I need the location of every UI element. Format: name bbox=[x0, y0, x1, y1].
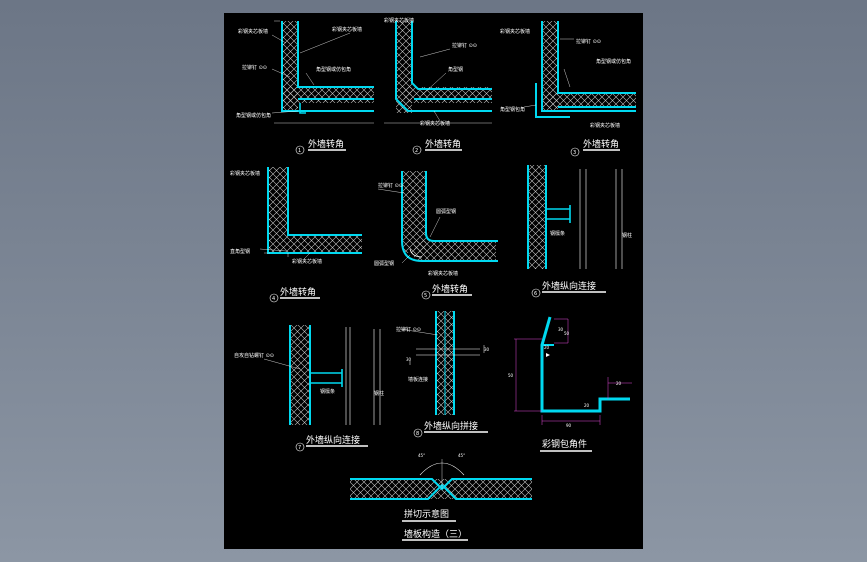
detail-3-label-2: 角型钢或仿包角 bbox=[596, 58, 631, 65]
detail-8-label-1: 30 bbox=[406, 357, 412, 362]
detail-1-circle bbox=[295, 145, 305, 155]
corner-dim-6: 90 bbox=[566, 423, 572, 428]
detail-6-label-0: 钢檩条 bbox=[550, 230, 565, 237]
detail-7: 自攻自钻螺钉 ⊙⊙ 钢檩条 钢柱 7 外墙纵向连接 bbox=[234, 325, 384, 452]
drawing-canvas: 彩钢夹芯板墙 拉铆钉 ⊙⊙ 角型钢或仿包角 角型钢或仿包角 彩钢夹芯板墙 1 外… bbox=[230, 17, 636, 541]
detail-3-label-1: 拉铆钉 ⊙⊙ bbox=[576, 38, 601, 45]
corner-dim-1: 50 bbox=[508, 373, 514, 378]
detail-5-caption: 外墙转角 bbox=[432, 283, 468, 295]
detail-4-number: 4 bbox=[272, 296, 275, 302]
detail-2-label-3: 彩钢夹芯板墙 bbox=[420, 120, 450, 127]
detail-2-circle bbox=[412, 145, 422, 155]
detail-1-label-2: 角型钢或仿包角 bbox=[316, 66, 351, 73]
detail-5-label-1: 圆弧型钢 bbox=[436, 208, 456, 215]
detail-7-caption: 外墙纵向连接 bbox=[306, 434, 360, 446]
detail-2-label-0: 彩钢夹芯板墙 bbox=[384, 17, 414, 24]
detail-8: 拉铆钉 ⊙⊙ 30 30 墙板连接 8 外墙纵向拼接 bbox=[396, 311, 490, 438]
detail-1-number: 1 bbox=[298, 148, 301, 154]
corner-piece-caption: 彩钢包角件 bbox=[542, 438, 587, 450]
corner-dim-5: 50 bbox=[564, 331, 570, 336]
miter-angle-left: 45° bbox=[418, 453, 425, 458]
detail-6-label-1: 钢柱 bbox=[622, 232, 632, 239]
detail-5-number: 5 bbox=[424, 293, 427, 299]
detail-4-label-1: 直角型钢 bbox=[230, 248, 250, 255]
detail-7-label-2: 钢柱 bbox=[374, 390, 384, 397]
detail-5: 拉铆钉 ⊙⊙ 圆弧型钢 圆弧型钢 彩钢夹芯板墙 5 外墙转角 bbox=[374, 171, 498, 300]
detail-2: 彩钢夹芯板墙 拉铆钉 ⊙⊙ 角型钢 彩钢夹芯板墙 2 外墙转角 bbox=[384, 17, 492, 155]
detail-2-label-2: 角型钢 bbox=[448, 66, 463, 73]
detail-7-number: 7 bbox=[298, 445, 301, 451]
miter-angle-right: 45° bbox=[458, 453, 465, 458]
sheet-title: 墙板构造（三） bbox=[404, 528, 467, 540]
detail-6-number: 6 bbox=[534, 291, 537, 297]
detail-4-caption: 外墙转角 bbox=[280, 286, 316, 298]
detail-8-label-0: 拉铆钉 ⊙⊙ bbox=[396, 326, 421, 333]
detail-6-caption: 外墙纵向连接 bbox=[542, 280, 596, 292]
detail-3-circle bbox=[570, 147, 580, 157]
detail-8-circle bbox=[413, 428, 423, 438]
detail-5-label-2: 圆弧型钢 bbox=[374, 260, 394, 267]
miter-cut-detail: 45° 45° 拼切示意图 bbox=[350, 453, 532, 522]
detail-2-number: 2 bbox=[415, 148, 418, 154]
detail-4-label-2: 彩钢夹芯板墙 bbox=[292, 258, 322, 265]
detail-1-label-0: 彩钢夹芯板墙 bbox=[238, 28, 268, 35]
detail-3-label-4: 彩钢夹芯板墙 bbox=[590, 122, 620, 129]
miter-cut-caption: 拼切示意图 bbox=[404, 508, 449, 520]
detail-6: 钢檩条 钢柱 6 外墙纵向连接 bbox=[527, 165, 632, 298]
detail-2-caption: 外墙转角 bbox=[425, 138, 461, 150]
detail-1-label-3: 角型钢或仿包角 bbox=[236, 112, 271, 119]
detail-1: 彩钢夹芯板墙 拉铆钉 ⊙⊙ 角型钢或仿包角 角型钢或仿包角 彩钢夹芯板墙 1 外… bbox=[236, 20, 374, 155]
detail-3-label-0: 彩钢夹芯板墙 bbox=[500, 28, 530, 35]
detail-8-caption: 外墙纵向拼接 bbox=[424, 420, 478, 432]
detail-8-label-2: 30 bbox=[484, 347, 490, 352]
corner-dim-4: 20 bbox=[544, 345, 550, 350]
detail-8-label-3: 墙板连接 bbox=[408, 376, 428, 383]
corner-dim-3: 20 bbox=[616, 381, 622, 386]
drawing-sheet: 彩钢夹芯板墙 拉铆钉 ⊙⊙ 角型钢或仿包角 角型钢或仿包角 彩钢夹芯板墙 1 外… bbox=[224, 13, 643, 549]
detail-3-label-3: 角型钢包角 bbox=[500, 106, 525, 113]
detail-7-label-0: 自攻自钻螺钉 ⊙⊙ bbox=[234, 352, 274, 359]
detail-4-label-0: 彩钢夹芯板墙 bbox=[230, 170, 260, 177]
detail-3-caption: 外墙转角 bbox=[583, 138, 619, 150]
detail-1-caption: 外墙转角 bbox=[308, 138, 344, 150]
detail-8-number: 8 bbox=[416, 431, 419, 437]
detail-2-label-1: 拉铆钉 ⊙⊙ bbox=[452, 42, 477, 49]
detail-5-circle bbox=[421, 290, 431, 300]
detail-1-label-1: 拉铆钉 ⊙⊙ bbox=[242, 64, 267, 71]
corner-piece-detail: 30 50 20 20 20 50 90 彩钢包角件 bbox=[508, 316, 632, 452]
detail-4: 彩钢夹芯板墙 直角型钢 彩钢夹芯板墙 4 外墙转角 bbox=[230, 167, 362, 303]
detail-5-label-0: 拉铆钉 ⊙⊙ bbox=[378, 182, 403, 189]
detail-6-circle bbox=[531, 288, 541, 298]
detail-4-circle bbox=[269, 293, 279, 303]
detail-3-number: 3 bbox=[573, 150, 576, 156]
corner-dim-0: 30 bbox=[558, 327, 564, 332]
detail-3: 彩钢夹芯板墙 拉铆钉 ⊙⊙ 角型钢或仿包角 角型钢包角 彩钢夹芯板墙 3 外墙转… bbox=[500, 21, 636, 157]
detail-7-circle bbox=[295, 442, 305, 452]
detail-5-label-3: 彩钢夹芯板墙 bbox=[428, 270, 458, 277]
detail-1-label-4: 彩钢夹芯板墙 bbox=[332, 26, 362, 33]
detail-7-label-1: 钢檩条 bbox=[320, 388, 335, 395]
corner-dim-2: 20 bbox=[584, 403, 590, 408]
